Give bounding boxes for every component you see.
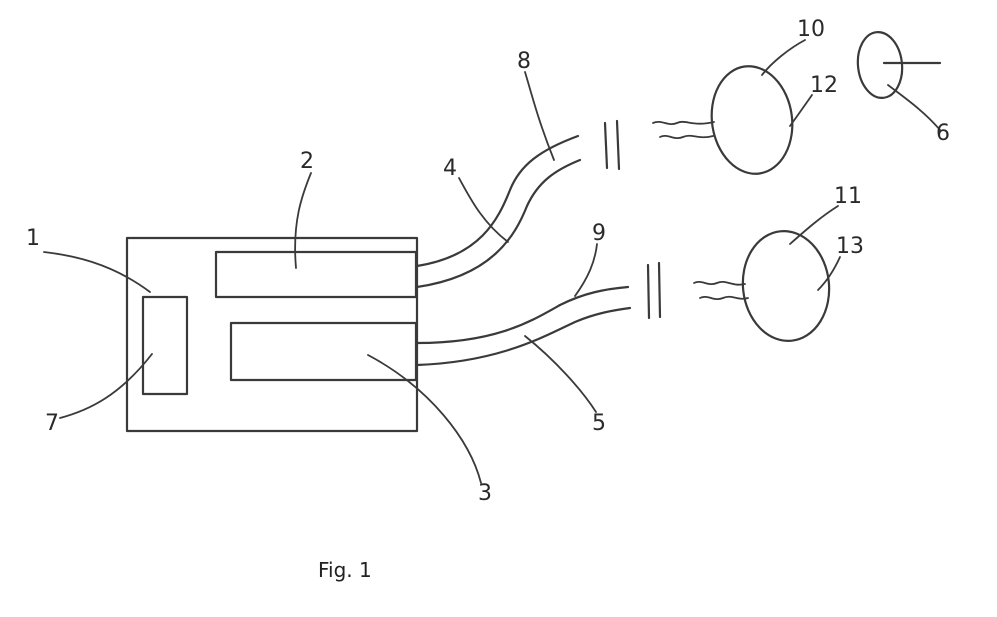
leader-3 bbox=[368, 355, 481, 483]
leader-9 bbox=[575, 244, 597, 296]
element-6-ellipse bbox=[855, 30, 906, 100]
label-5: 5 bbox=[592, 411, 606, 436]
module-7-box bbox=[143, 297, 187, 394]
label-13: 13 bbox=[836, 234, 864, 259]
label-8: 8 bbox=[517, 49, 531, 74]
leader-12 bbox=[790, 95, 812, 126]
break-mark-upper-b bbox=[617, 121, 619, 169]
break-mark-lower-a bbox=[648, 265, 649, 318]
label-2: 2 bbox=[300, 149, 314, 174]
break-mark-lower-b bbox=[659, 263, 660, 317]
leader-2 bbox=[295, 173, 311, 268]
element-11-ellipse bbox=[737, 227, 834, 345]
label-3: 3 bbox=[478, 481, 492, 506]
leader-8 bbox=[525, 72, 554, 160]
module-3-box bbox=[231, 323, 416, 380]
wavy-lead-lower-2 bbox=[700, 297, 748, 299]
label-7: 7 bbox=[45, 411, 59, 436]
leader-10 bbox=[762, 40, 805, 75]
label-12: 12 bbox=[810, 73, 838, 98]
wavy-lead-upper-2 bbox=[660, 136, 713, 138]
label-1: 1 bbox=[26, 226, 40, 251]
leader-11 bbox=[790, 206, 838, 244]
break-mark-upper-a bbox=[605, 123, 607, 168]
label-9: 9 bbox=[592, 221, 606, 246]
module-2-box bbox=[216, 252, 416, 297]
label-10: 10 bbox=[797, 17, 825, 42]
cable-5-lower-line bbox=[417, 308, 630, 365]
leader-1 bbox=[44, 252, 150, 292]
leader-5 bbox=[525, 336, 596, 412]
cable-4-lower-line bbox=[417, 160, 580, 287]
label-6: 6 bbox=[936, 121, 950, 146]
wavy-lead-upper-1 bbox=[653, 122, 714, 124]
leader-6 bbox=[888, 85, 940, 130]
figure-caption: Fig. 1 bbox=[318, 558, 372, 582]
wavy-lead-lower-1 bbox=[694, 282, 745, 285]
housing-box bbox=[127, 238, 417, 431]
element-10-ellipse bbox=[705, 61, 799, 179]
label-4: 4 bbox=[443, 156, 457, 181]
label-11: 11 bbox=[834, 184, 862, 209]
leader-7 bbox=[60, 354, 152, 418]
cable-4-upper-line bbox=[417, 136, 578, 266]
